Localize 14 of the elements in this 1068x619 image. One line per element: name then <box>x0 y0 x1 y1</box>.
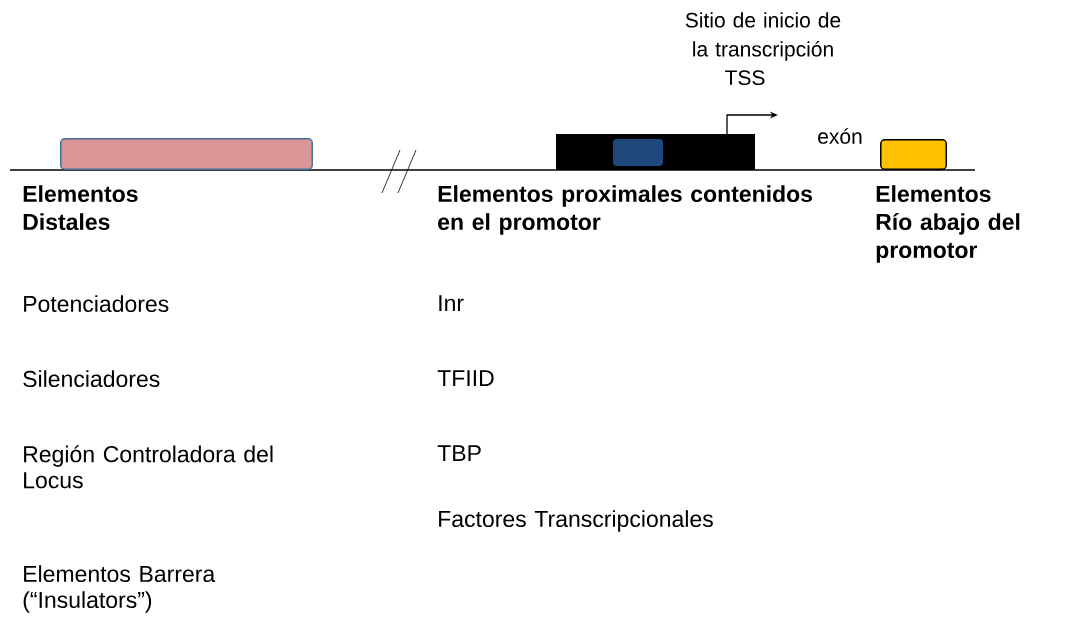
list-item: Silenciadores <box>23 370 160 388</box>
annotation-text: TSS <box>725 70 765 86</box>
list-item: Factores Transcripcionales <box>439 510 713 532</box>
exon-box <box>880 139 947 170</box>
section-heading: Elementos Río abajo del promotor <box>876 185 1020 263</box>
list-item: TFIID <box>437 370 494 386</box>
list-item: Elementos Barrera (“Insulators”) <box>23 565 216 613</box>
element-box <box>613 139 663 166</box>
list-item: Inr <box>439 295 464 311</box>
element-box <box>60 138 313 170</box>
list-item: Potenciadores <box>24 295 169 313</box>
list-item: TBP <box>437 445 481 461</box>
list-item: Región Controladora del Locus <box>24 445 273 489</box>
annotation-text: Sitio de inicio de la transcripción <box>685 12 841 61</box>
